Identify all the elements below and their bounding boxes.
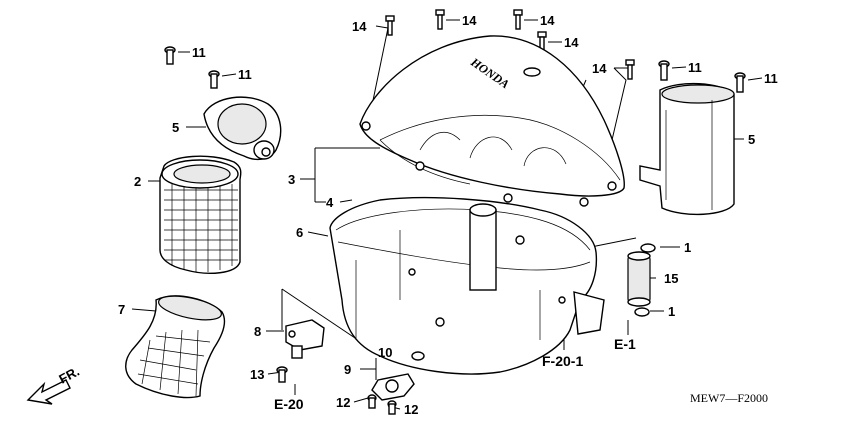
bolt-14-group	[385, 9, 635, 80]
callout-7: 7	[118, 302, 125, 317]
callout-1: 1	[668, 304, 675, 319]
breather-bracket	[367, 351, 425, 415]
callout-13: 13	[250, 367, 264, 382]
callout-11: 11	[764, 71, 778, 86]
callout-3: 3	[288, 172, 295, 187]
callout-2: 2	[134, 174, 141, 189]
callout-12: 12	[404, 402, 418, 417]
intake-temp-sensor	[285, 319, 325, 359]
callout-4: 4	[326, 195, 334, 210]
callout-10: 10	[378, 345, 392, 360]
callout-1: 1	[684, 240, 691, 255]
callout-12: 12	[336, 395, 350, 410]
callout-5: 5	[172, 120, 179, 135]
duct-cover-right	[639, 82, 735, 216]
callout-14: 14	[564, 35, 579, 50]
callout-14: 14	[462, 13, 477, 28]
bolt-11-group	[164, 46, 746, 93]
diagram-code: MEW7—F2000	[690, 391, 768, 405]
callout-5: 5	[748, 132, 755, 147]
drain-tube	[627, 243, 656, 317]
air-cleaner-case	[329, 196, 605, 375]
ref-f-20-1: F-20-1	[542, 353, 583, 369]
callout-6: 6	[296, 225, 303, 240]
intake-duct	[125, 295, 226, 399]
callout-14: 14	[540, 13, 555, 28]
callout-14: 14	[592, 61, 607, 76]
front-direction-arrow: FR.	[26, 364, 82, 405]
callout-14: 14	[352, 19, 367, 34]
callout-8: 8	[254, 324, 261, 339]
air-filter	[159, 155, 242, 274]
callout-11: 11	[238, 67, 252, 82]
screw-13	[276, 366, 288, 383]
callout-11: 11	[192, 45, 206, 60]
ref-e-20: E-20	[274, 396, 304, 412]
top-cover: HONDA	[359, 35, 625, 207]
duct-cover-left	[203, 96, 282, 161]
section-references: E-1 F-20-1 E-20	[274, 336, 636, 412]
ref-e-1: E-1	[614, 336, 636, 352]
callout-labels: 14 14 14 14 14 11 11 11 11 5 5 3 2 4 6 1…	[118, 13, 778, 417]
callout-11: 11	[688, 60, 702, 75]
callout-9: 9	[344, 362, 351, 377]
callout-15: 15	[664, 271, 678, 286]
